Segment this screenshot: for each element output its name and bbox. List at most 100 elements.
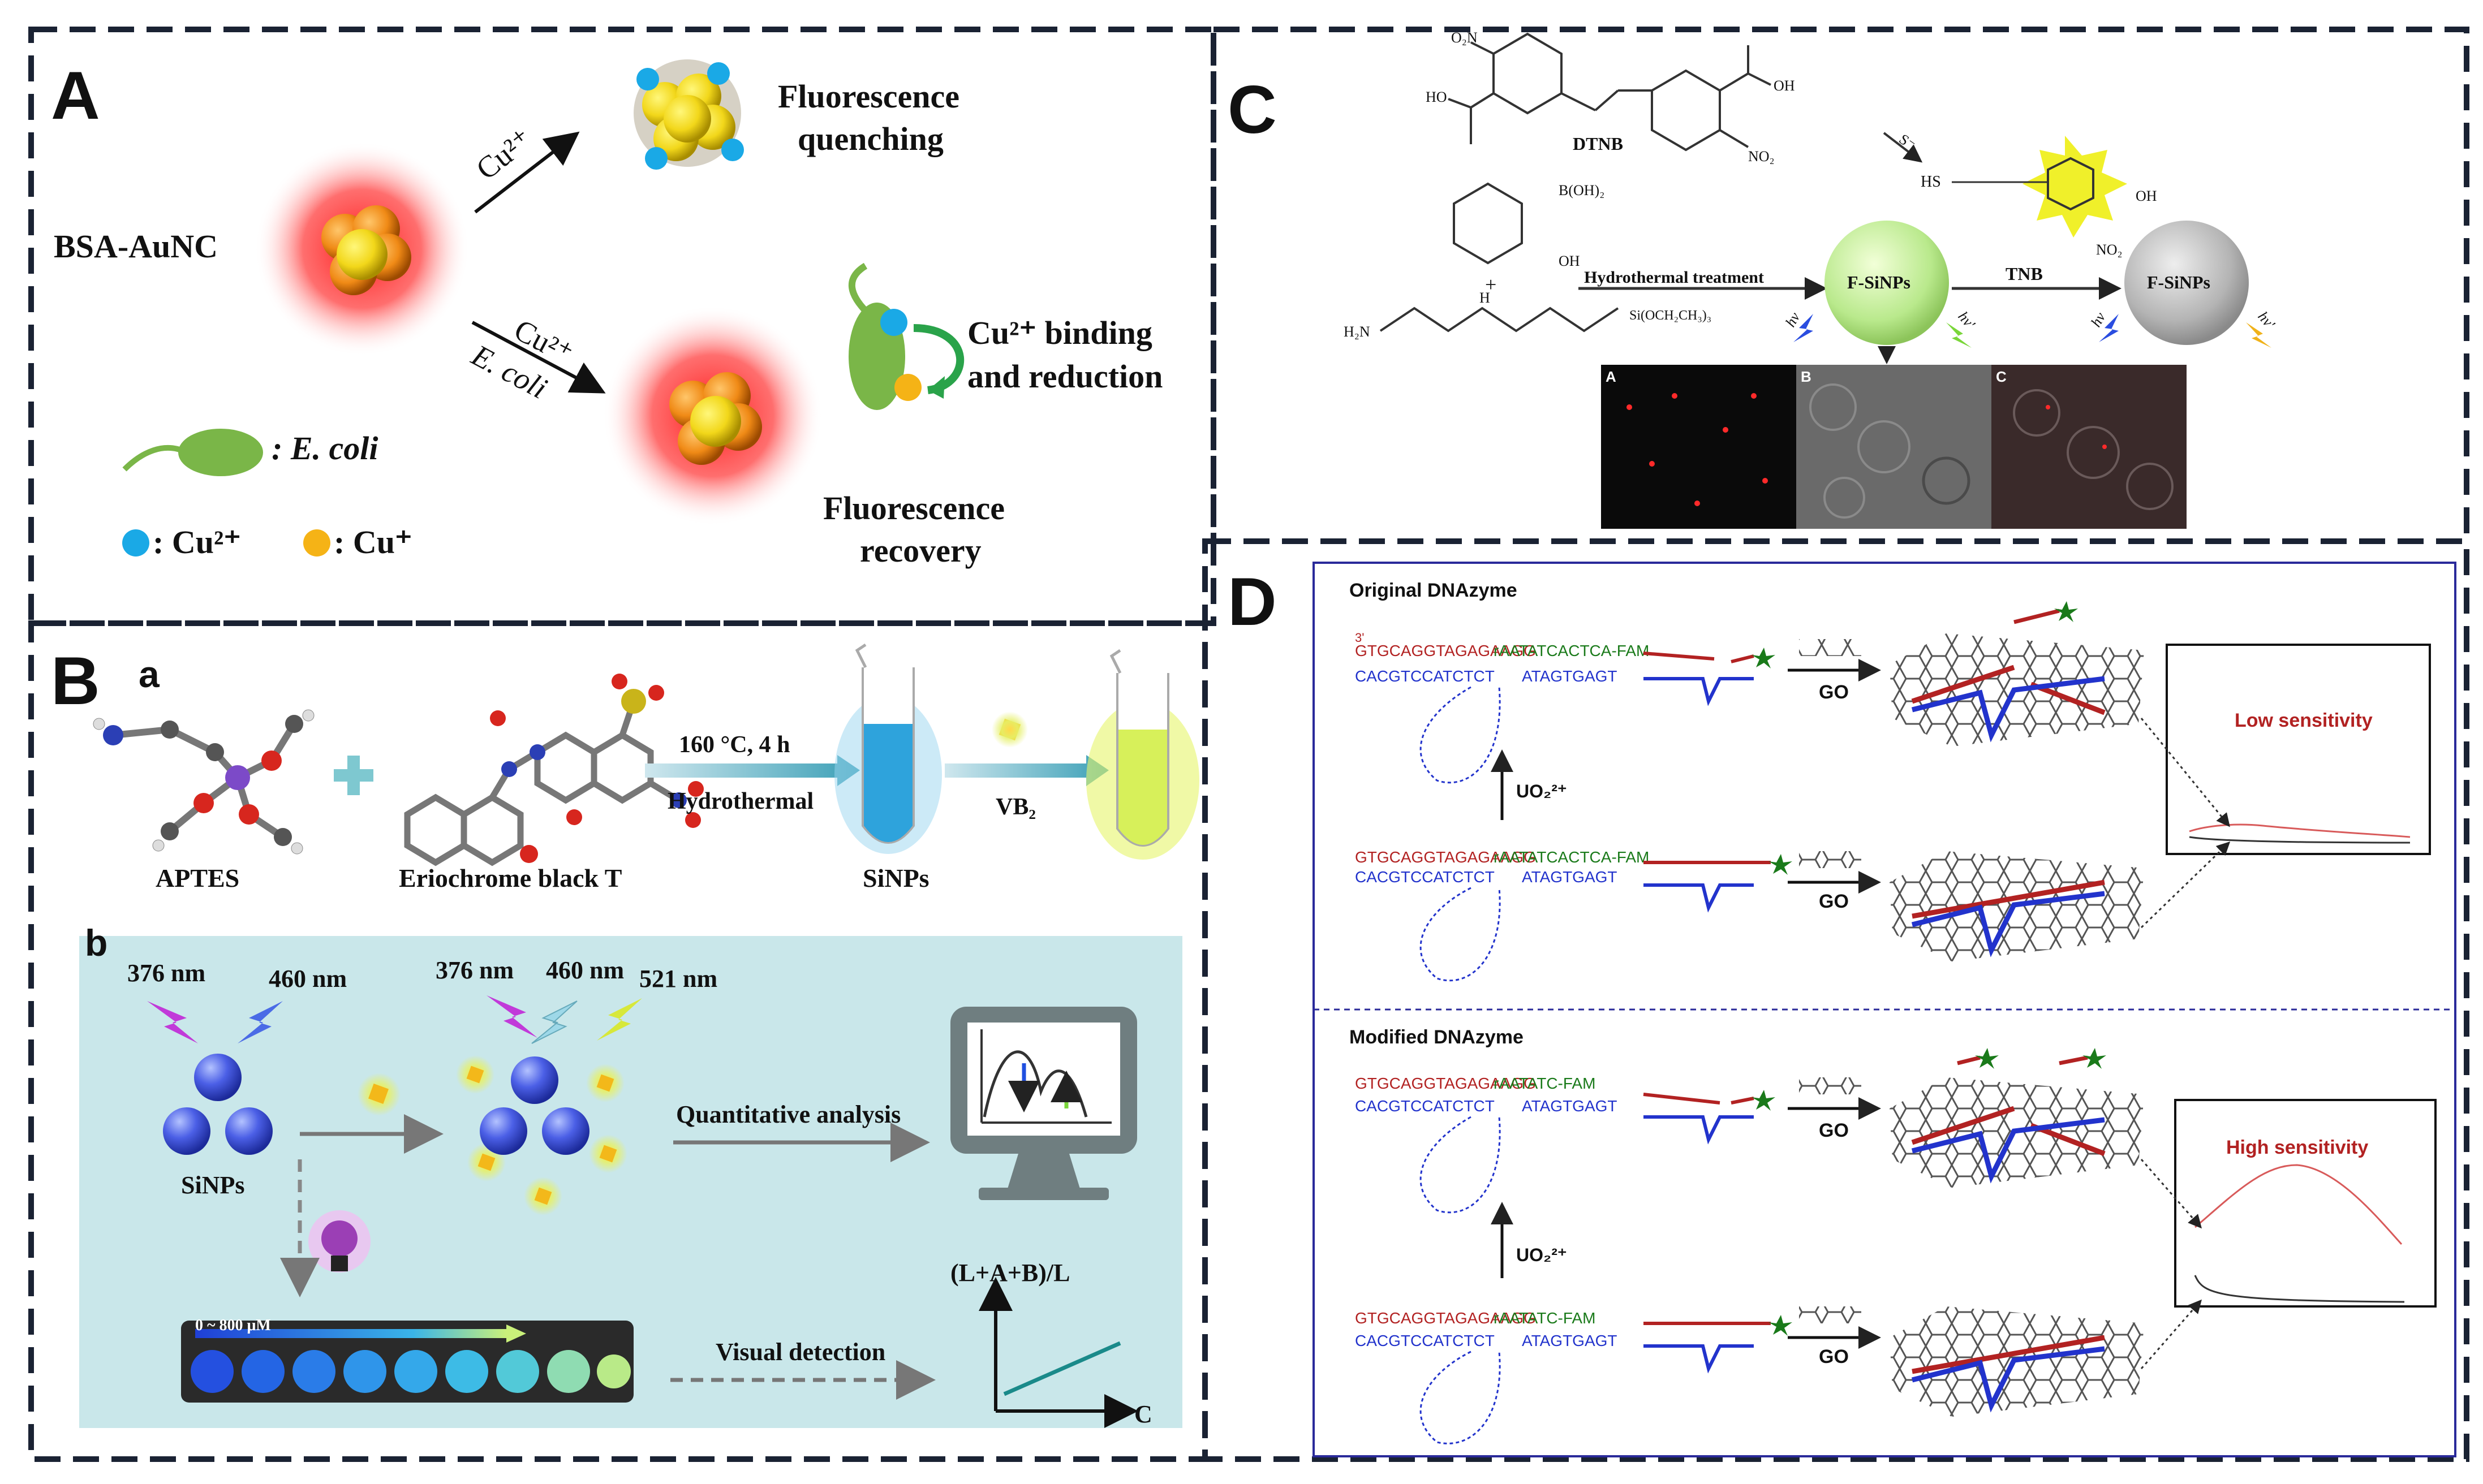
vb2-glow [992,711,1028,748]
legend-cu2-text: : Cu²⁺ [153,524,241,560]
hv-2: hv' [1955,308,1978,332]
uo2-label-2: UO₂²⁺ [1516,1245,1567,1265]
chem-no2-1: O₂N [1451,29,1478,46]
ebt-label: Eriochrome black T [399,864,622,892]
panel-b-letter: B [51,643,100,719]
seq-top-3: GTGCAGGTAGAGAAGG [1355,1075,1536,1092]
monitor-icon [950,1007,1137,1200]
panel-frames [28,27,2469,1462]
strand-row-3 [1643,1077,1881,1145]
seq-top: GTGCAGGTAGAGAAGG [1355,642,1536,659]
panel-c-letter: C [1228,72,1277,148]
boronic-ring [1453,182,1523,265]
dnazyme-4: GTGCAGGTAGAGAAGG rAATATC-FAM CACGTCCATCT… [1355,1309,1617,1444]
legend-cu1-text: : Cu⁺ [334,524,412,560]
wl-376-left: 376 nm [127,959,205,987]
seq-bottom-4: CACGTCCATCTCT [1355,1332,1495,1349]
arrow-dtnb-tnb [1883,132,1923,163]
img-c-label: C [1996,368,2007,385]
seq-bottom-3: CACGTCCATCTCT [1355,1097,1495,1115]
visual-label: Visual detection [716,1338,885,1366]
lightning-hv-3 [2099,314,2119,342]
lightning-460-left [238,1001,283,1043]
graphene-sheet-4 [1890,1306,2144,1417]
prime-3-a: 3' [1355,631,1364,645]
sinps-b-label: SiNPs [181,1171,244,1199]
wl-376-right: 376 nm [436,956,514,984]
low-curve-black [2189,836,2411,844]
dnazyme-1: 3' GTGCAGGTAGAGAAGG rAATATCACTCA-FAM CAC… [1355,631,1649,784]
lightning-hv-4 [2246,322,2271,348]
seq-right-3: ATAGTGAGT [1522,1097,1617,1115]
sinps-label: SiNPs [863,864,929,892]
quenched-cluster [634,59,744,170]
analyte-icon [368,1084,389,1104]
graphene-sheet-3 [1890,1048,2144,1188]
seq-bottom: CACGTCCATCTCT [1355,667,1495,685]
chem-ho: HO [1426,89,1447,105]
vb2-arrow [945,755,1109,786]
chem-no2-3: NO₂ [2096,241,2123,258]
sinps-spheres-left [163,1054,273,1155]
seq-top-2: GTGCAGGTAGAGAAGG [1355,848,1536,866]
hv-3: hv [2088,309,2109,330]
sinps-spheres-right [456,1055,627,1215]
low-sensitivity-box [2166,644,2431,855]
vial-green [1086,649,1199,860]
leader-high-1 [2140,1159,2202,1229]
condition-label: 160 °C, 4 h [679,732,790,758]
seq-ra-3: rAATATC-FAM [1494,1075,1595,1092]
chem-hs: HS [1921,173,1941,191]
chem-boh: B(OH)₂ [1559,182,1604,199]
lightning-hv-2 [1946,322,1972,348]
chem-oh: OH [1774,77,1795,94]
seq-right-2: ATAGTGAGT [1522,868,1617,886]
quant-label: Quantitative analysis [676,1101,901,1128]
ebt-atoms [490,674,704,863]
seq-ra-4: rAATATC-FAM [1494,1309,1595,1327]
vial-sinps [834,643,942,854]
go-label-4: GO [1819,1346,1849,1367]
img-a-label: A [1606,368,1616,385]
fsinps-gray [2124,221,2249,345]
go-label-1: GO [1819,681,1849,703]
strand-row-4 [1643,1306,1881,1374]
leader-low-1 [2140,718,2230,827]
high-curve-red [2194,1164,2403,1245]
seq-top-4: GTGCAGGTAGAGAAGG [1355,1309,1536,1327]
strand-row-2 [1643,851,1881,913]
original-label: Original DNAzyme [1349,580,1517,601]
uo2-label-1: UO₂²⁺ [1516,781,1567,801]
bsa-aunc-cluster [321,205,411,295]
fsinps-label-2: F-SiNPs [2147,272,2210,292]
panel-b: B a APTES [51,643,1199,1428]
hydro-label: Hydrothermal treatment [1584,268,1764,287]
wl-460-left: 460 nm [269,965,347,993]
aptes-molecule [93,709,315,855]
lightning-hv-1 [1793,314,1813,342]
chem-plus: + [1485,273,1496,296]
seq-ra: rAATATCACTCA-FAM [1494,642,1649,659]
high-sensitivity-box [2174,1099,2437,1308]
ecoli-binding [848,262,965,410]
arrow-cu-ecoli [471,321,606,394]
seq-right: ATAGTGAGT [1522,667,1617,685]
panel-b-sub-b: b [85,922,107,964]
tnb-label: TNB [2006,264,2043,284]
img-b-label: B [1801,368,1811,385]
fsinps-label-1: F-SiNPs [1847,272,1910,292]
chem-oh2: OH [1559,253,1580,269]
high-sensitivity-label: High sensitivity [2226,1137,2368,1158]
fsinps-green [1824,221,1949,345]
bsa-aunc-label: BSA-AuNC [54,228,218,265]
wl-460-right: 460 nm [546,956,624,984]
binding-label-line1: Cu²⁺ binding [967,314,1152,351]
leader-high-2 [2140,1299,2202,1369]
hv-1: hv [1782,309,1804,330]
vb2-label: VB₂ [996,794,1036,820]
low-sensitivity-label: Low sensitivity [2235,710,2373,731]
chem-oh-tnb: OH [2136,188,2157,204]
graphene-sheet-2 [1890,851,2144,961]
dnazyme-3: GTGCAGGTAGAGAAGG rAATATC-FAM CACGTCCATCT… [1355,1075,1617,1214]
